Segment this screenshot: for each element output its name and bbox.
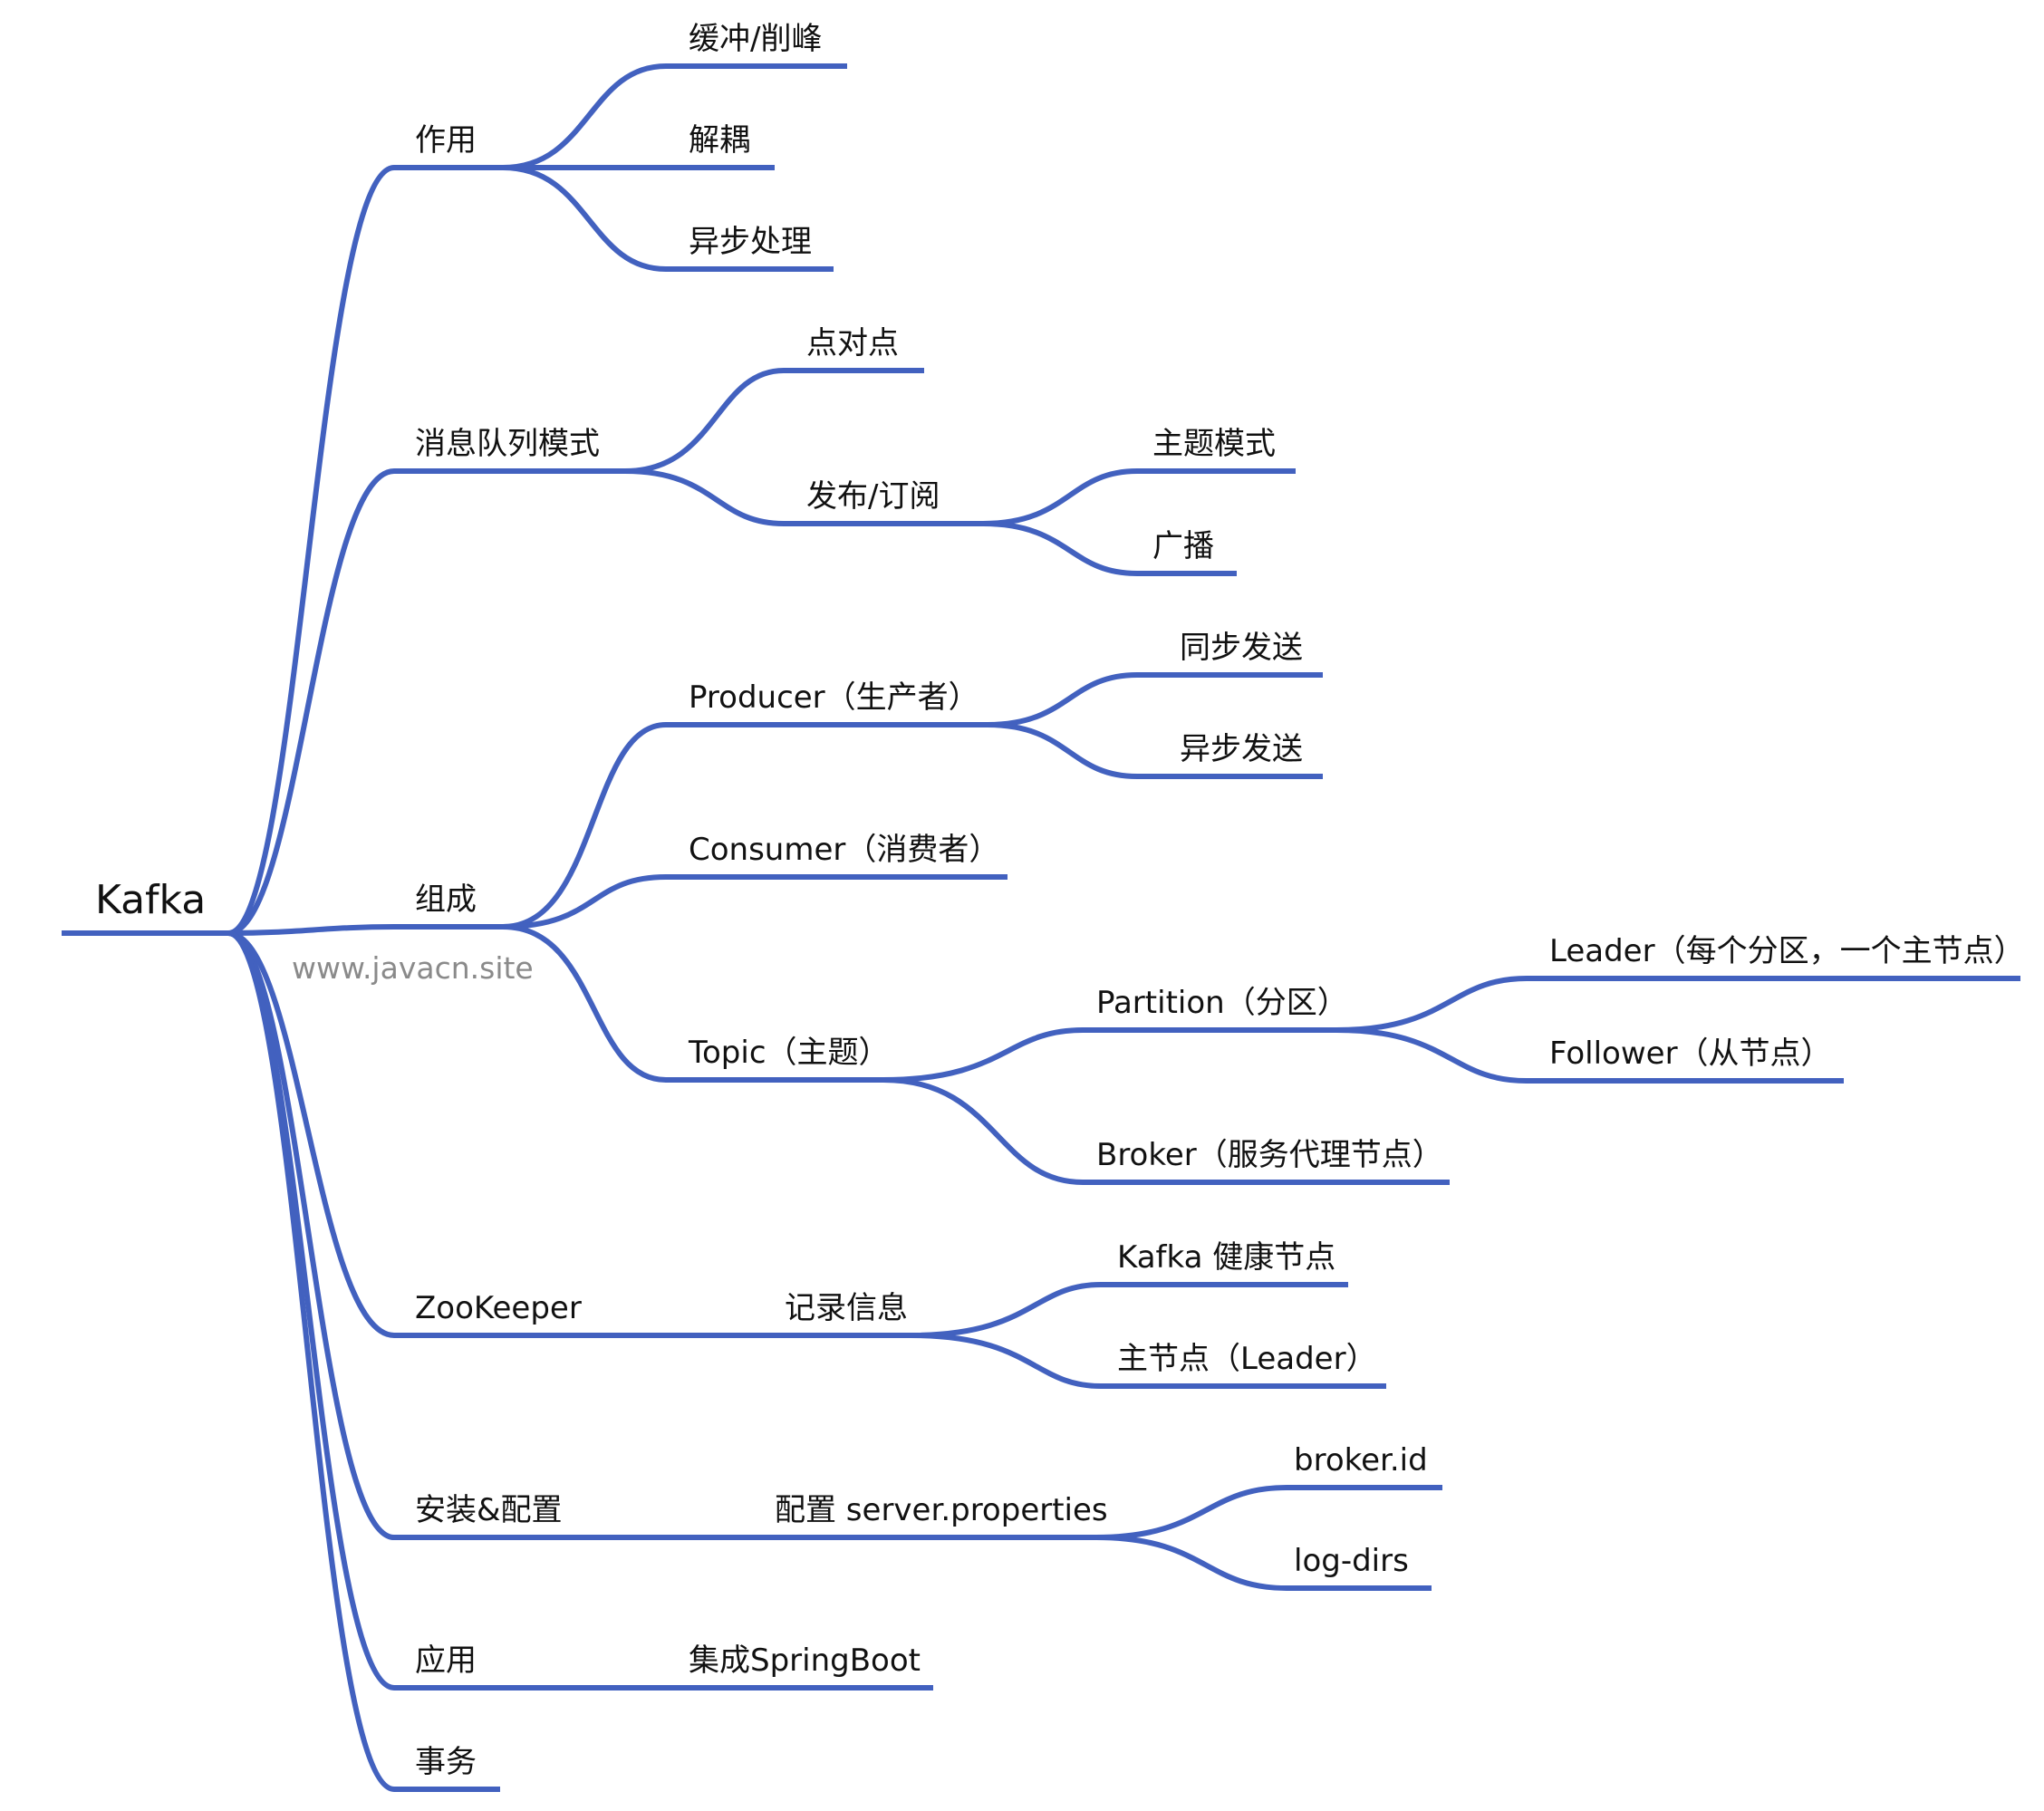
tx-label: 事务	[415, 1744, 477, 1780]
p2p-label: 点对点	[806, 325, 899, 361]
broadcast-label: 广播	[1152, 528, 1214, 564]
edge-topic-broker	[881, 1077, 1085, 1185]
edge-pubsub-topic-mode	[980, 468, 1140, 526]
edge-composition-topic	[500, 924, 669, 1083]
edge-root-zookeeper	[226, 930, 397, 1338]
broker-id-label: broker.id	[1294, 1442, 1428, 1479]
record-label: 记录信息	[785, 1290, 908, 1326]
mq-mode-edges	[622, 368, 1140, 576]
pubsub-label: 发布/订阅	[806, 478, 940, 515]
async-label: 异步处理	[689, 224, 812, 260]
follower-label: Follower（从节点）	[1549, 1036, 1832, 1072]
broker-label: Broker（服务代理节点）	[1096, 1137, 1443, 1173]
mq-mode-label: 消息队列模式	[415, 426, 600, 462]
edge-composition-producer	[500, 722, 669, 930]
composition-edges	[500, 672, 1529, 1185]
producer-label: Producer（生产者）	[689, 679, 979, 716]
partition-label: Partition（分区）	[1096, 985, 1348, 1021]
edge-root-composition	[226, 924, 397, 936]
health-label: Kafka 健康节点	[1117, 1239, 1335, 1276]
role-edges	[500, 63, 669, 272]
app-label: 应用	[415, 1642, 477, 1679]
edge-composition-consumer	[500, 874, 669, 930]
install-edges	[568, 1485, 1289, 1591]
composition-label: 组成	[415, 881, 477, 918]
edge-root-install	[226, 930, 397, 1540]
log-dirs-label: log-dirs	[1294, 1543, 1409, 1579]
watermark-text: www.javacn.site	[292, 950, 534, 986]
edge-role-buffer	[500, 63, 669, 170]
root-label: Kafka	[95, 877, 206, 923]
node-underlines	[62, 63, 2020, 1792]
zk-leader-label: 主节点（Leader）	[1117, 1341, 1377, 1377]
root-edges	[226, 165, 397, 1792]
springboot-label: 集成SpringBoot	[689, 1642, 921, 1679]
edge-producer-async	[985, 722, 1140, 779]
decouple-label: 解耦	[689, 122, 750, 159]
edge-mq-pubsub	[622, 468, 786, 526]
topic-mode-label: 主题模式	[1152, 426, 1276, 462]
edge-partition-follower	[1334, 1027, 1529, 1084]
edge-producer-sync	[985, 672, 1140, 727]
edge-record-leader	[908, 1333, 1104, 1389]
edge-root-role	[226, 165, 397, 936]
consumer-label: Consumer（消费者）	[689, 832, 999, 868]
install-label: 安装&配置	[415, 1492, 563, 1528]
edge-root-mq-mode	[226, 468, 397, 936]
edge-config-log-dirs	[1094, 1535, 1289, 1591]
sync-send-label: 同步发送	[1180, 630, 1303, 666]
node-labels: Kafka www.javacn.site 作用 缓冲/削峰 解耦 异步处理 消…	[95, 21, 2025, 1780]
edge-root-app	[226, 930, 397, 1691]
zookeeper-edges	[595, 1282, 1104, 1389]
edge-role-async	[500, 165, 669, 272]
role-label: 作用	[415, 122, 477, 159]
edge-root-tx	[226, 930, 397, 1792]
edge-topic-partition	[881, 1027, 1085, 1083]
topic-label: Topic（主题）	[688, 1035, 890, 1071]
edge-record-health	[908, 1282, 1104, 1338]
edge-partition-leader	[1334, 976, 1529, 1033]
edge-config-broker-id	[1094, 1485, 1289, 1540]
config-label: 配置 server.properties	[775, 1492, 1108, 1528]
buffer-label: 缓冲/削峰	[689, 21, 822, 57]
edge-mq-p2p	[622, 368, 786, 474]
leader-label: Leader（每个分区，一个主节点）	[1549, 933, 2025, 969]
zookeeper-label: ZooKeeper	[415, 1290, 582, 1326]
edge-pubsub-broadcast	[980, 521, 1140, 576]
async-send-label: 异步发送	[1180, 731, 1303, 767]
